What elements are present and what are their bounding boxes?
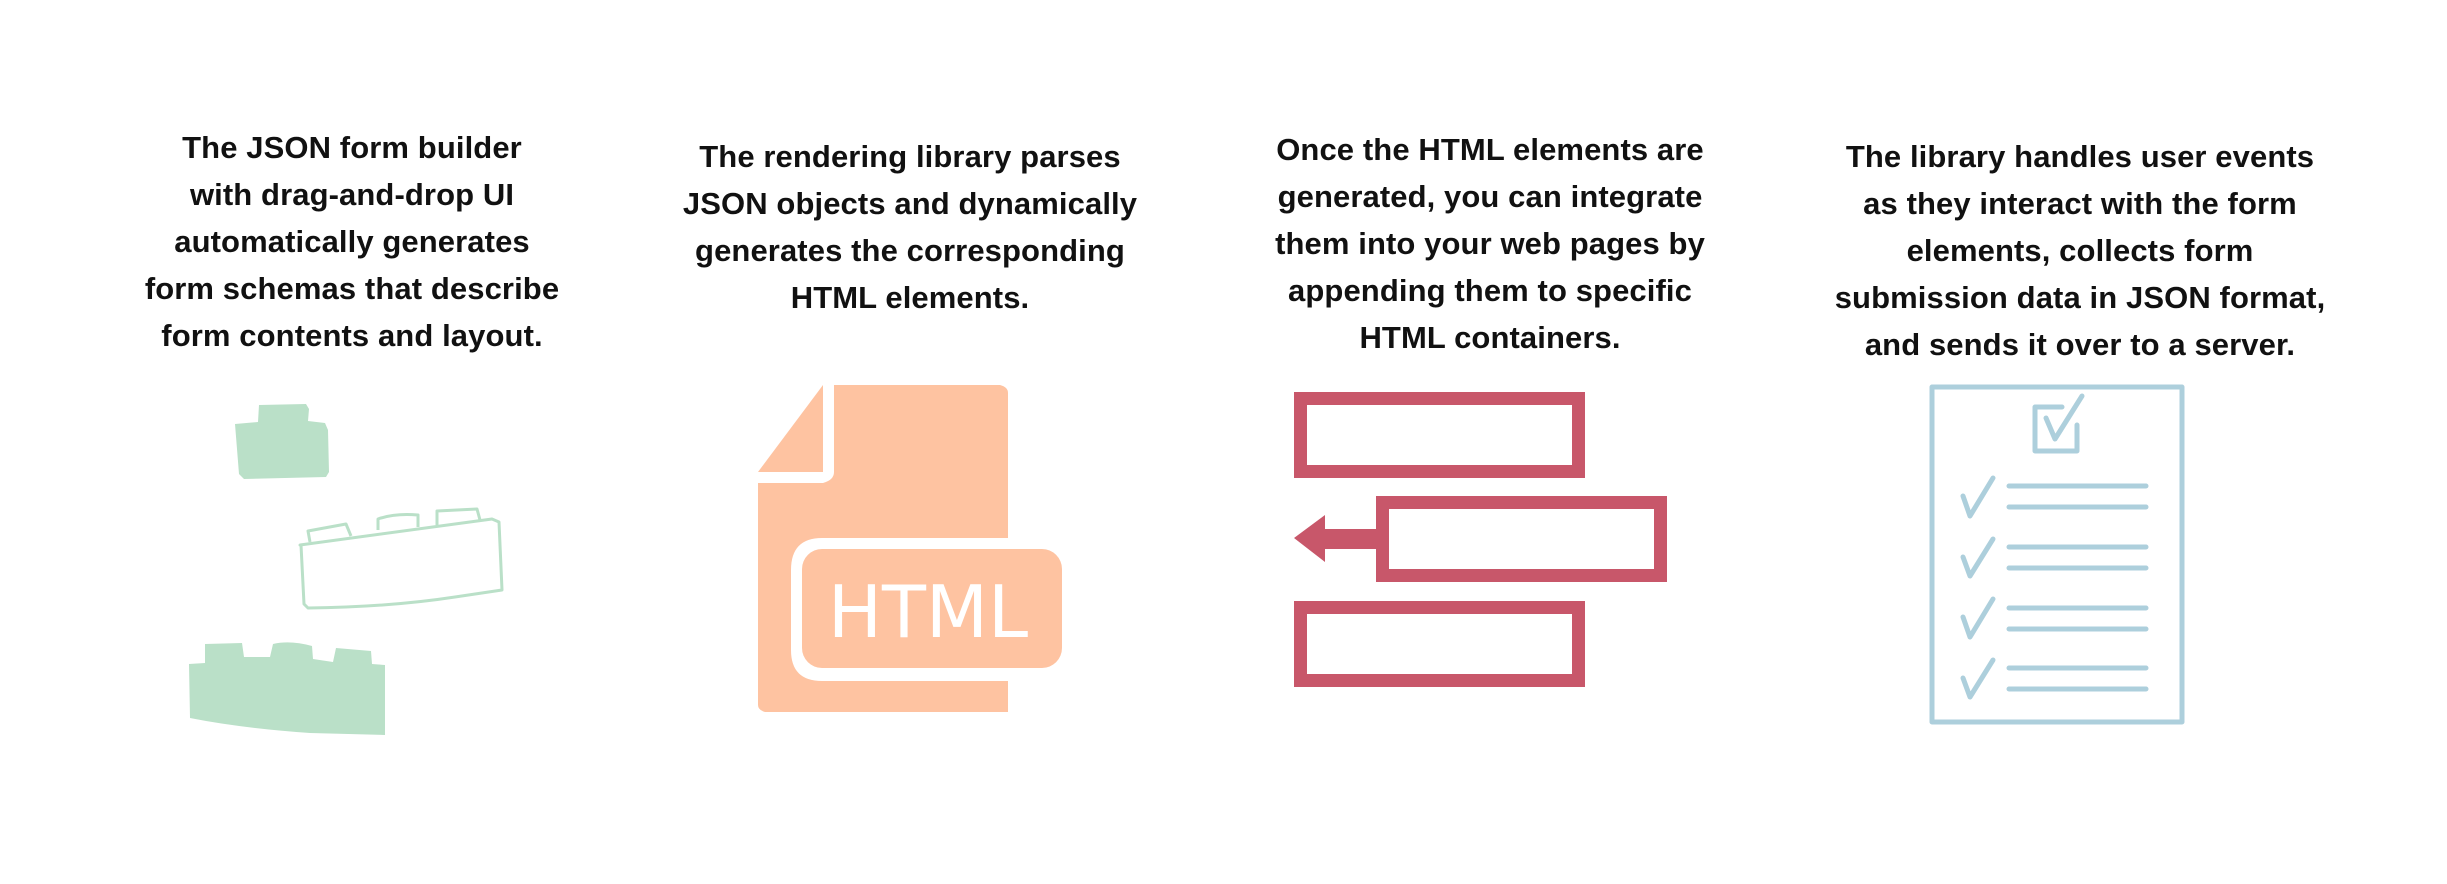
arrow-left-icon — [1294, 515, 1377, 562]
container-box-1 — [1294, 392, 1585, 478]
step-1-description: The JSON form builder with drag-and-drop… — [144, 130, 560, 353]
checkbox-icon — [2032, 404, 2080, 454]
page-fold — [758, 385, 823, 472]
container-box-2 — [1376, 496, 1667, 582]
step-2-description: The rendering library parses JSON object… — [682, 139, 1138, 315]
lego-brick-small — [235, 404, 329, 479]
check-row-2 — [1960, 536, 2149, 579]
check-row-3 — [1960, 596, 2149, 640]
form-frame — [1929, 384, 2185, 725]
check-row-1 — [1960, 475, 2149, 519]
checkmark-icon — [2043, 393, 2085, 442]
container-box-3 — [1294, 601, 1585, 687]
html-label: HTML — [828, 570, 1028, 654]
html-label-tab — [802, 549, 1062, 668]
lego-brick-large — [189, 642, 385, 735]
step-4-description: The library handles user events as they … — [1834, 139, 2326, 362]
page-body — [758, 385, 1008, 712]
check-row-4 — [1960, 657, 2149, 700]
lego-brick-outline — [298, 507, 504, 610]
step-3-description: Once the HTML elements are generated, yo… — [1275, 132, 1705, 355]
